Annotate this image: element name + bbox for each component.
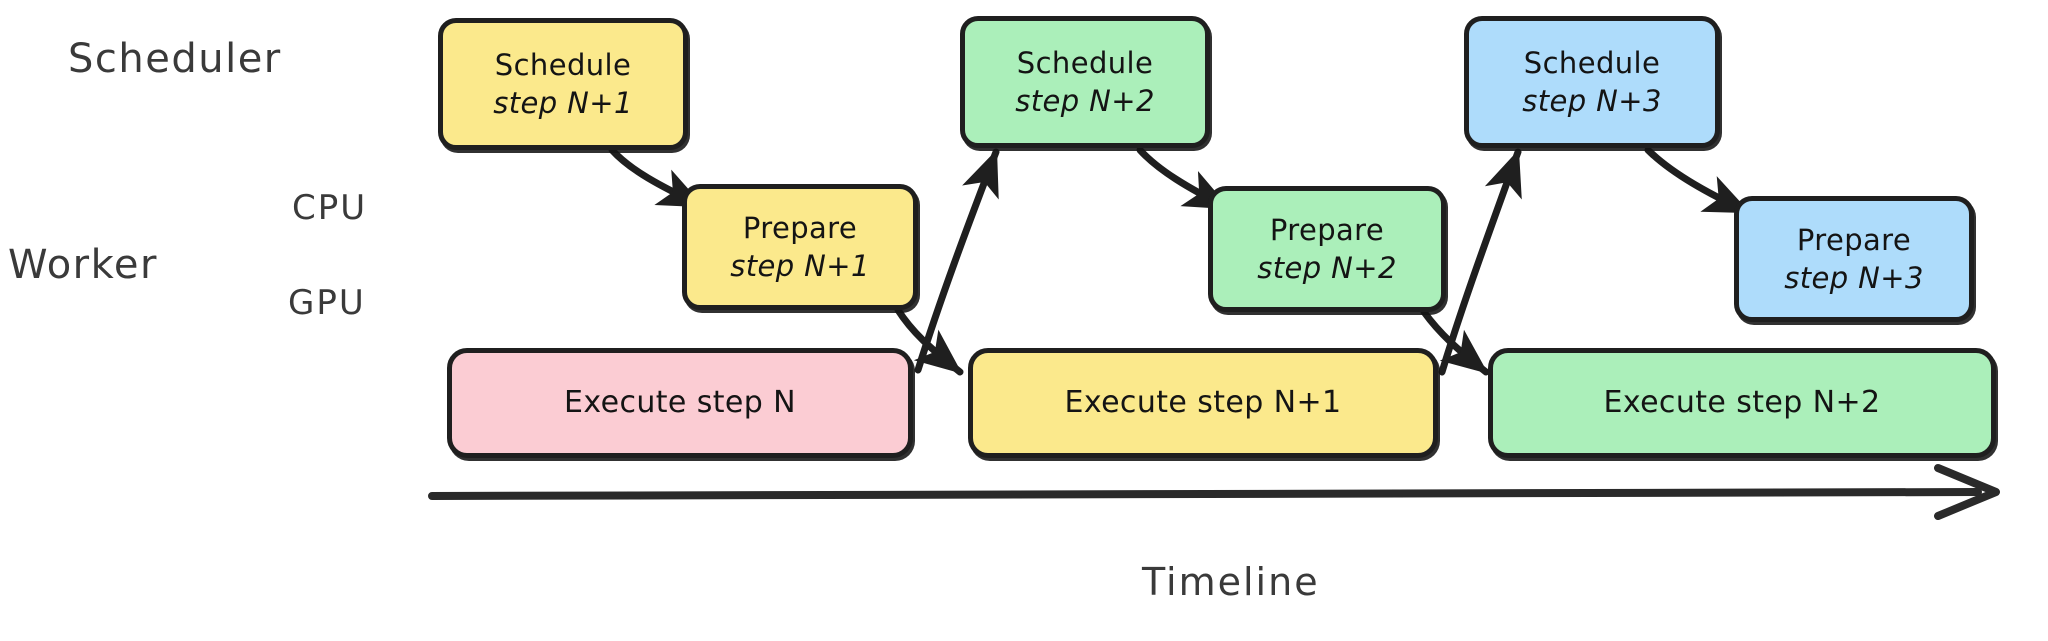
node-line1: Prepare: [742, 210, 858, 245]
edge-sched-n3-to-prep-n3: [1644, 146, 1752, 216]
node-execute-step-n2[interactable]: Execute step N+2: [1488, 348, 1996, 458]
node-line1: Schedule: [494, 47, 632, 82]
node-line1: Execute step N: [564, 385, 796, 421]
node-line1: Execute step N+2: [1603, 385, 1881, 421]
node-schedule-step-n2[interactable]: Schedule step N+2: [960, 16, 1210, 148]
lane-label-worker: Worker: [8, 242, 158, 288]
timeline-axis-arrowhead: [1934, 464, 2000, 520]
node-execute-step-n1[interactable]: Execute step N+1: [968, 348, 1438, 458]
timeline-axis-line: [428, 488, 1982, 500]
lane-label-gpu: GPU: [288, 283, 366, 323]
node-line1: Schedule: [1016, 45, 1154, 80]
node-prepare-step-n1[interactable]: Prepare step N+1: [682, 184, 918, 310]
edge-exec-n1-to-sched-n3: [1438, 148, 1522, 376]
lane-label-scheduler: Scheduler: [68, 36, 282, 82]
node-line2: step N+1: [493, 86, 633, 120]
node-schedule-step-n1[interactable]: Schedule step N+1: [438, 18, 688, 150]
node-line2: step N+2: [1257, 251, 1397, 285]
node-prepare-step-n2[interactable]: Prepare step N+2: [1208, 186, 1446, 312]
node-line1: Execute step N+1: [1064, 385, 1342, 421]
edge-exec-n-to-sched-n2: [914, 148, 1000, 374]
node-line2: step N+3: [1784, 261, 1924, 295]
node-execute-step-n[interactable]: Execute step N: [447, 348, 913, 458]
node-line1: Prepare: [1796, 222, 1912, 257]
node-line1: Schedule: [1523, 45, 1661, 80]
node-prepare-step-n3[interactable]: Prepare step N+3: [1734, 196, 1974, 322]
lane-label-cpu: CPU: [292, 188, 368, 228]
timeline-caption: Timeline: [1142, 560, 1320, 604]
node-schedule-step-n3[interactable]: Schedule step N+3: [1464, 16, 1720, 148]
node-line2: step N+3: [1522, 84, 1662, 118]
node-line1: Prepare: [1269, 212, 1385, 247]
node-line2: step N+2: [1015, 84, 1155, 118]
node-line2: step N+1: [730, 249, 870, 283]
